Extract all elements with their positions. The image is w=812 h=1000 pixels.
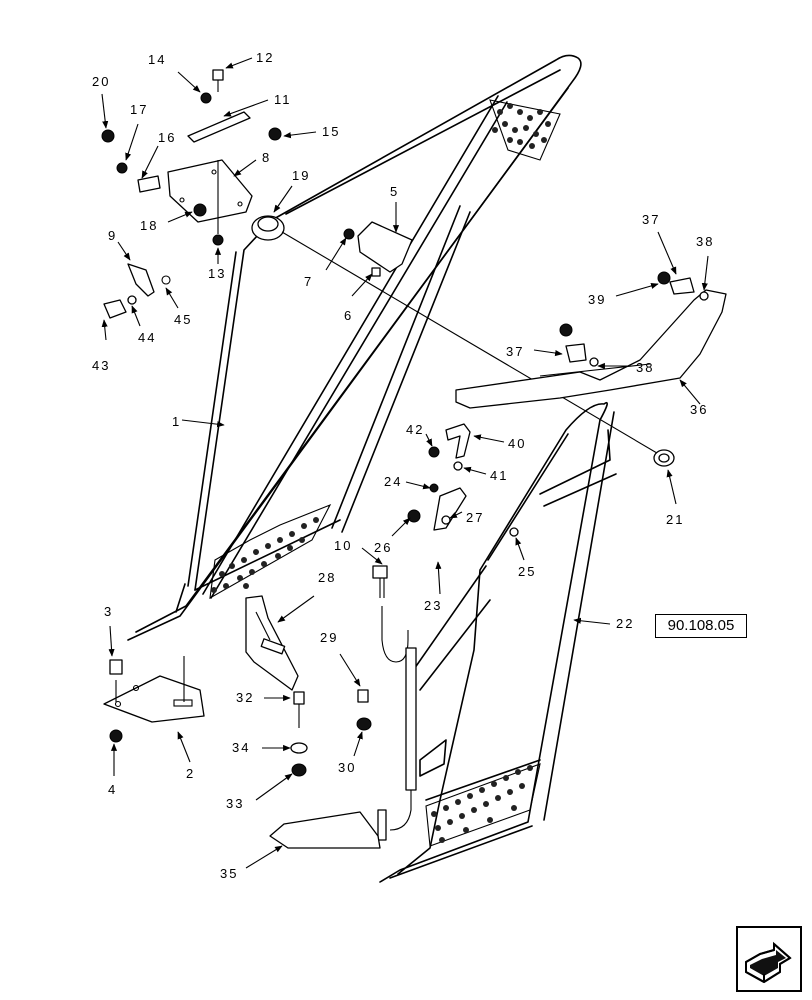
callout-5: 5 — [390, 184, 399, 199]
bolt-part-10 — [372, 565, 417, 841]
next-page-button[interactable] — [736, 926, 802, 992]
shield-part-36 — [455, 271, 727, 409]
callout-36: 36 — [690, 402, 708, 417]
callout-3: 3 — [104, 604, 113, 619]
callout-23: 23 — [424, 598, 442, 613]
callout-21: 21 — [666, 512, 684, 527]
pivot-axis-line — [281, 231, 663, 457]
next-page-arrow-icon — [745, 941, 792, 984]
right-frame-part-22 — [379, 401, 617, 883]
callout-28: 28 — [318, 570, 336, 585]
callout-12: 12 — [256, 50, 274, 65]
callout-32: 32 — [236, 690, 254, 705]
left-frame-grip-upper — [489, 99, 561, 161]
callout-8: 8 — [262, 150, 271, 165]
callout-43: 43 — [92, 358, 110, 373]
figure-reference-code: 90.108.05 — [655, 614, 747, 638]
callout-labels: 1 2 3 4 5 6 7 8 9 10 11 12 13 14 15 16 1… — [92, 50, 714, 881]
callout-30: 30 — [338, 760, 356, 775]
callout-25: 25 — [518, 564, 536, 579]
callout-10: 10 — [334, 538, 352, 553]
strap-part-11 — [187, 111, 251, 143]
bracket-part-16 — [137, 175, 161, 193]
callout-24: 24 — [384, 474, 402, 489]
leader-lines — [101, 57, 709, 869]
callout-17: 17 — [130, 102, 148, 117]
callout-38-upper: 38 — [696, 234, 714, 249]
callout-4: 4 — [108, 782, 117, 797]
callout-26: 26 — [374, 540, 392, 555]
callout-11: 11 — [274, 92, 292, 107]
callout-34: 34 — [232, 740, 250, 755]
clip-part-9 — [103, 263, 171, 319]
left-frame-grip-lower — [209, 503, 332, 600]
callout-9: 9 — [108, 228, 117, 243]
callout-37-upper: 37 — [642, 212, 660, 227]
callout-35: 35 — [220, 866, 238, 881]
fasteners-step — [290, 689, 372, 777]
callout-38-lower: 38 — [636, 360, 654, 375]
plate-part-35 — [269, 811, 381, 849]
callout-22: 22 — [616, 616, 634, 631]
callout-20: 20 — [92, 74, 110, 89]
bushing-part-21 — [653, 449, 675, 467]
callout-15: 15 — [322, 124, 340, 139]
callout-14: 14 — [148, 52, 166, 67]
callout-19: 19 — [292, 168, 310, 183]
callout-18: 18 — [140, 218, 158, 233]
bracket-part-5 — [343, 221, 413, 277]
callout-16: 16 — [158, 130, 176, 145]
callout-41: 41 — [490, 468, 508, 483]
right-frame-grip-lower — [425, 763, 541, 847]
callout-37-lower: 37 — [506, 344, 524, 359]
callout-44: 44 — [138, 330, 156, 345]
callout-40: 40 — [508, 436, 526, 451]
callout-42: 42 — [406, 422, 424, 437]
callout-7: 7 — [304, 274, 313, 289]
bracket-part-8 — [167, 159, 253, 223]
callout-27: 27 — [466, 510, 484, 525]
callout-13: 13 — [208, 266, 226, 281]
bushing-part-19 — [251, 215, 285, 241]
left-frame-part-1 — [127, 54, 582, 641]
callout-2: 2 — [186, 766, 195, 781]
callout-45: 45 — [174, 312, 192, 327]
bracket-part-28 — [245, 595, 299, 691]
callout-33: 33 — [226, 796, 244, 811]
callout-1: 1 — [172, 414, 181, 429]
plate-part-2 — [103, 656, 205, 743]
fasteners-bracket-8 — [101, 69, 282, 246]
callout-29: 29 — [320, 630, 338, 645]
callout-39: 39 — [588, 292, 606, 307]
callout-6: 6 — [344, 308, 353, 323]
latch-parts — [407, 423, 519, 537]
